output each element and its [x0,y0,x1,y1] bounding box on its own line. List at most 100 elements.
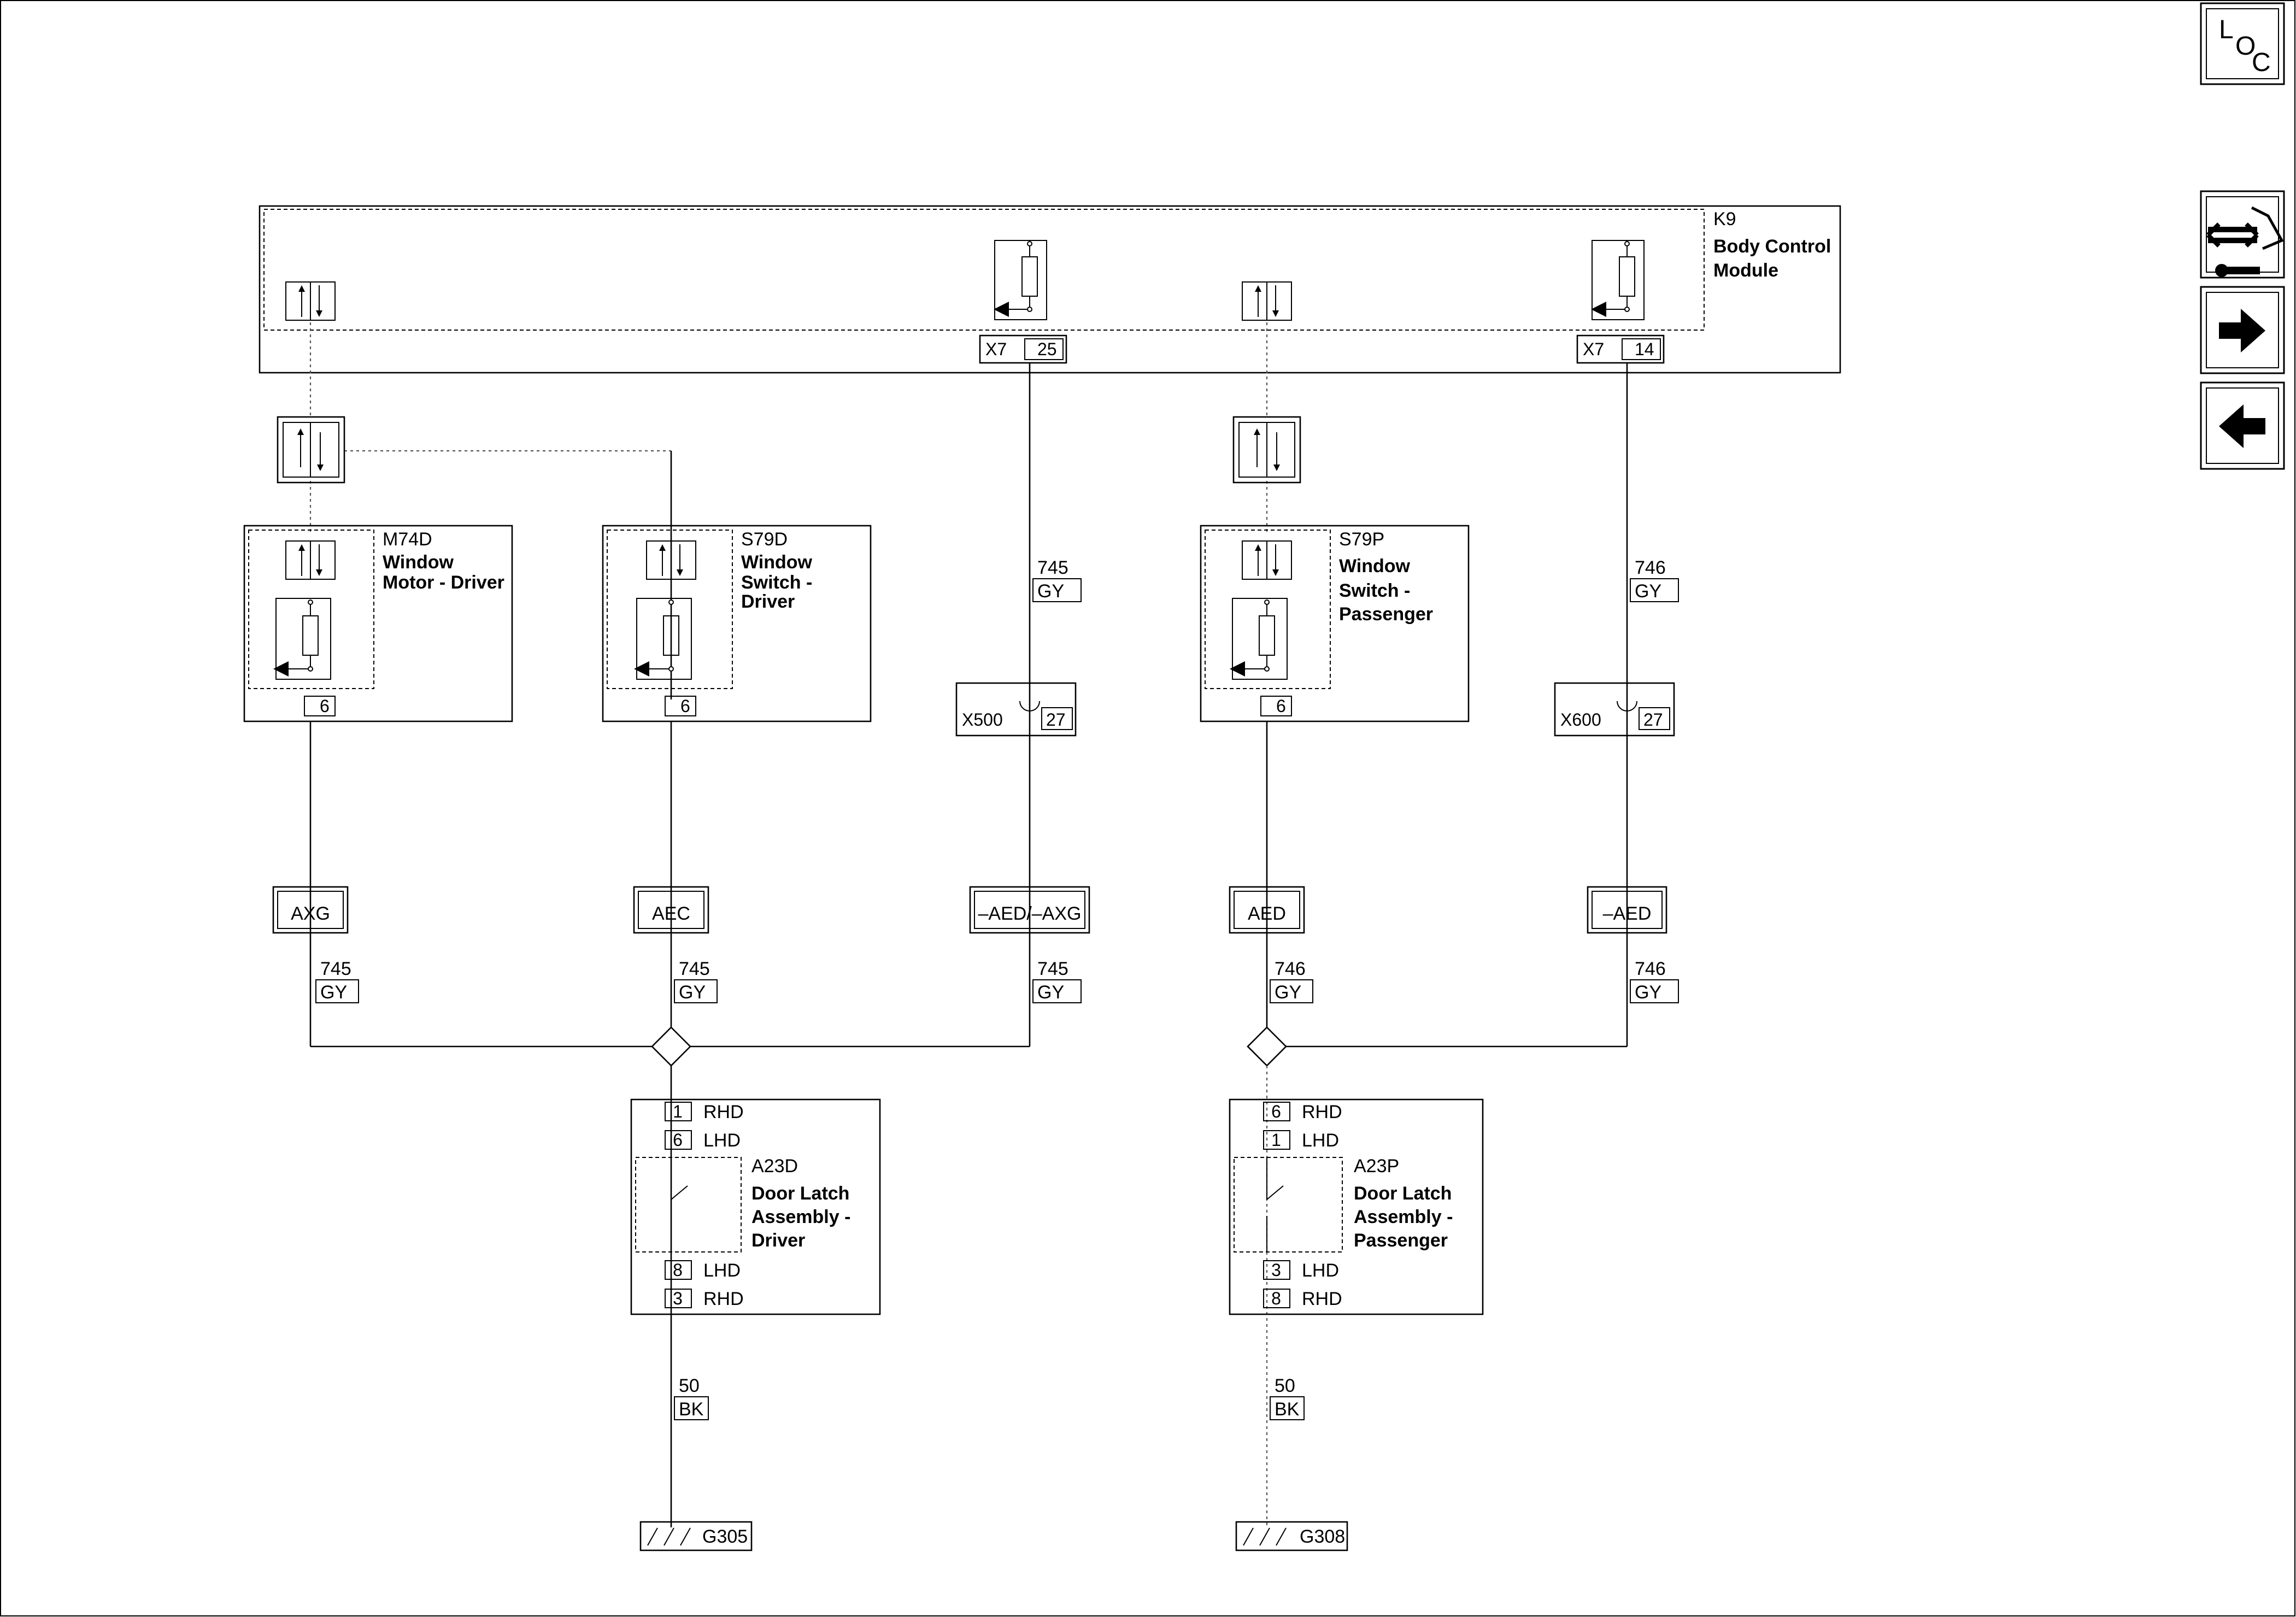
ground-g308[interactable]: G308 [1235,1521,1348,1551]
m74d-pin: 6 [320,696,330,716]
a23d-lab-bot2: RHD [703,1289,744,1309]
door-latch-assembly-passenger[interactable]: 6 RHD 1 LHD A23P Door Latch Assembly - P… [1229,1098,1484,1315]
wire-label-746-a: 746 GY [1270,959,1313,1003]
svg-text:–AED/–AXG: –AED/–AXG [978,903,1082,924]
option-axg: AXG [272,886,349,934]
inline-connector-x500[interactable]: X500 27 [955,682,1077,737]
a23d-lab-bot1: LHD [703,1260,741,1281]
ground-g305-label: G305 [702,1526,748,1547]
window-motor-driver[interactable]: M74D Window Motor - Driver 6 [243,525,513,722]
s79d-pin: 6 [680,696,690,716]
door-latch-assembly-driver[interactable]: 1 RHD 6 LHD A23D Door Latch Assembly - D… [630,1098,881,1315]
resistor-icon [994,240,1047,320]
m74d-line1: Window [383,552,454,573]
s79p-pin: 6 [1276,696,1286,716]
wire-label-745-c: 745 GY [1032,959,1082,1003]
resistor-icon [1591,240,1645,320]
wire-label-745-a: 745 GY [315,959,359,1003]
a23p-pin-top1: 6 [1271,1102,1281,1121]
a23d-pin-top2: 6 [673,1130,683,1150]
s79p-line2: Switch - [1339,580,1410,601]
next-page-button[interactable] [2200,286,2285,374]
a23d-lab-top1: RHD [703,1102,744,1122]
a23p-lab-bot2: RHD [1302,1289,1342,1309]
arrow-right-icon [2219,309,2265,352]
s79d-line1: Window [741,552,813,573]
switch-contact-icon [1266,1157,1284,1252]
ground-hatch-icon [647,1527,691,1546]
a23d-pin-top1: 1 [673,1102,683,1121]
svg-text:GY: GY [1275,982,1301,1003]
svg-text:GY: GY [1635,982,1661,1003]
svg-text:745: 745 [679,959,710,979]
svg-text:745: 745 [1037,959,1068,979]
svg-text:BK: BK [1275,1399,1300,1420]
x600-ref: X600 [1560,710,1601,730]
switch-contact-icon [671,1157,688,1252]
a23p-pin-bot2: 8 [1271,1289,1281,1308]
splice-driver [651,1026,691,1067]
a23p-ref: A23P [1354,1156,1399,1177]
svg-text:BK: BK [679,1399,704,1420]
svg-text:AEC: AEC [652,903,690,924]
svg-text:GY: GY [320,982,347,1003]
a23d-line1: Door Latch [751,1183,849,1204]
a23p-pin-top2: 1 [1271,1130,1281,1150]
splice-passenger [1247,1026,1287,1067]
option-not-aed: –AED [1587,886,1667,934]
m74d-ref: M74D [383,529,432,550]
svg-text:746: 746 [1635,959,1666,979]
x600-pin: 27 [1643,710,1663,730]
window-switch-driver[interactable]: S79D Window Switch - Driver 6 [602,525,872,722]
data-link-icon [285,281,336,321]
a23p-lab-top1: RHD [1302,1102,1342,1122]
body-control-module[interactable]: K9 Body Control Module [259,205,1841,374]
svg-text:50: 50 [679,1375,700,1396]
a23p-lab-bot1: LHD [1302,1260,1339,1281]
svg-text:AXG: AXG [291,903,330,924]
bcm-ref: K9 [1713,209,1736,230]
ground-g305[interactable]: G305 [639,1521,753,1551]
s79p-ref: S79P [1339,529,1384,550]
arrow-left-icon [2219,404,2265,448]
a23d-ref: A23D [751,1156,798,1177]
x500-ref: X500 [962,710,1003,730]
inline-connector-x600[interactable]: X600 27 [1554,682,1675,737]
a23d-pin-bot1: 8 [673,1260,683,1280]
a23d-line3: Driver [751,1230,805,1251]
svg-text:GY: GY [1037,581,1064,602]
svg-text:745: 745 [1037,557,1068,578]
svg-text:–AED: –AED [1603,903,1652,924]
m74d-line2: Motor - Driver [383,572,504,593]
svg-text:746: 746 [1275,959,1306,979]
serial-data-link-icon [1232,416,1301,484]
data-link-icon [1242,540,1292,580]
bcm-name-line2: Module [1713,260,1778,281]
serial-data-link-icon [277,416,345,484]
a23d-lab-top2: LHD [703,1130,741,1151]
option-not-aed-not-axg: –AED/–AXG [969,886,1090,934]
s79p-line3: Passenger [1339,604,1433,625]
s79p-line1: Window [1339,556,1411,577]
s79d-line2: Switch - [741,572,812,593]
option-aed: AED [1229,886,1305,934]
a23p-line3: Passenger [1354,1230,1448,1251]
svg-text:GY: GY [1635,581,1661,602]
location-button[interactable]: L O C [2200,2,2285,85]
window-switch-passenger[interactable]: S79P Window Switch - Passenger 6 [1200,525,1470,722]
loc-letter-o: O [2235,32,2256,61]
svg-text:GY: GY [679,982,706,1003]
a23p-line1: Door Latch [1354,1183,1452,1204]
loc-letter-c: C [2252,48,2271,77]
wire-label-50-passenger: 50 BK [1270,1375,1305,1420]
connector-view-button[interactable] [2200,190,2285,279]
ground-hatch-icon [1243,1527,1287,1546]
wire-label-50-driver: 50 BK [674,1375,709,1420]
previous-page-button[interactable] [2200,381,2285,470]
connector-wrench-icon [2206,206,2284,277]
a23p-line2: Assembly - [1354,1207,1453,1227]
resistor-icon [273,598,331,680]
svg-text:746: 746 [1635,557,1666,578]
data-link-icon [285,540,336,580]
loc-letter-l: L [2219,15,2234,44]
